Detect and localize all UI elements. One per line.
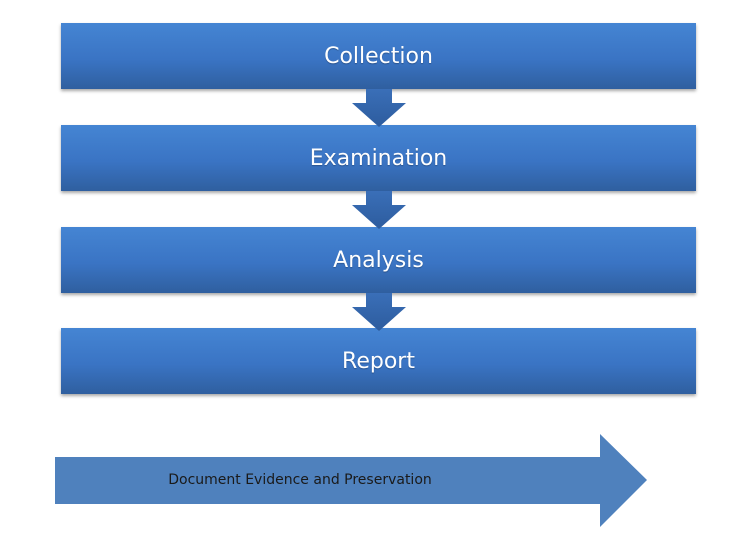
- right-arrow-label: Document Evidence and Preservation: [168, 472, 432, 488]
- down-arrow-connector: [352, 191, 406, 229]
- down-arrow-connector: [352, 89, 406, 127]
- step-label: Examination: [309, 145, 448, 171]
- step-label: Report: [342, 348, 415, 374]
- step-label: Collection: [324, 43, 433, 69]
- step-label: Analysis: [333, 247, 424, 273]
- step-box-collection: Collection: [61, 23, 696, 89]
- step-box-report: Report: [61, 328, 696, 394]
- step-box-analysis: Analysis: [61, 227, 696, 293]
- down-arrow-connector: [352, 293, 406, 331]
- step-box-examination: Examination: [61, 125, 696, 191]
- right-arrow-shape: [55, 434, 647, 527]
